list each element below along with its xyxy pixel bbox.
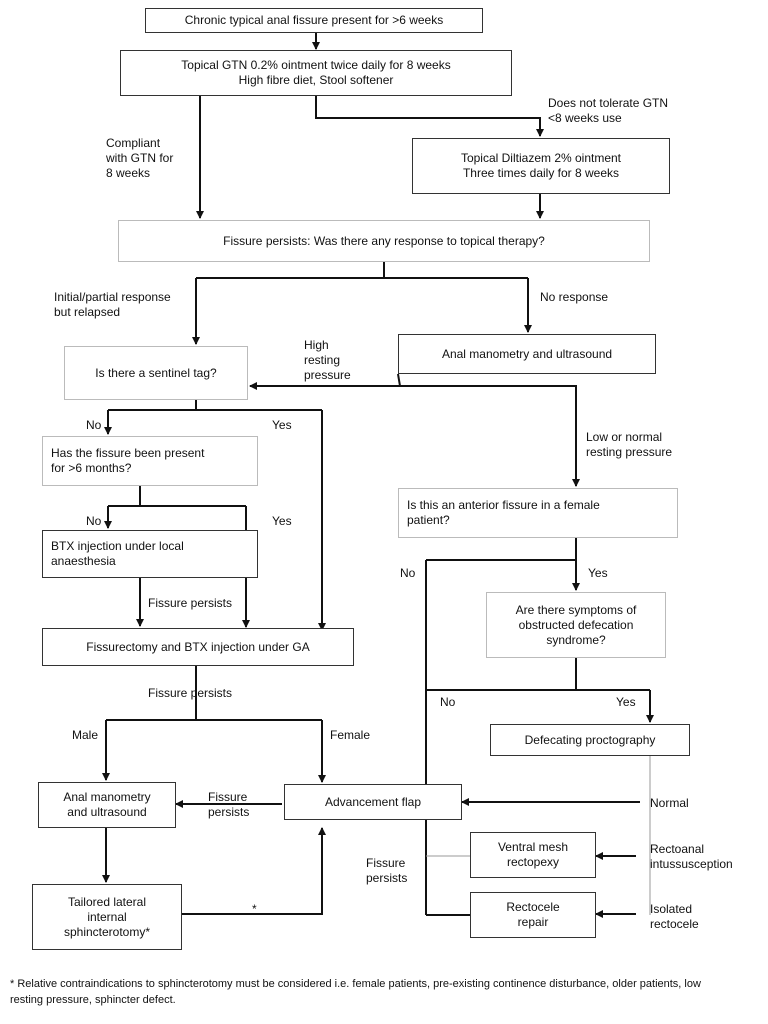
fissure-persists-question: Fissure persists: Was there any response…	[118, 220, 650, 262]
defecating-proctography-box: Defecating proctography	[490, 724, 690, 756]
lateral-sphincterotomy-box: Tailored lateral internal sphincterotomy…	[32, 884, 182, 950]
diltiazem-box: Topical Diltiazem 2% ointment Three time…	[412, 138, 670, 194]
rectocele-repair-box: Rectocele repair	[470, 892, 596, 938]
label-no: No	[400, 566, 416, 580]
advancement-flap-box: Advancement flap	[284, 784, 462, 820]
anal-manometry-ultrasound-box: Anal manometry and ultrasound	[398, 334, 656, 374]
obstructed-defecation-question: Are there symptoms of obstructed defecat…	[486, 592, 666, 658]
label-fissure-persists: Fissure persists	[208, 790, 250, 819]
label-fissure-persists: Fissure persists	[148, 686, 233, 700]
label-no-response: No response	[540, 290, 609, 304]
label-yes: Yes	[588, 566, 608, 580]
label-high-pressure: High resting pressure	[304, 338, 351, 382]
label-asterisk: *	[252, 902, 257, 916]
anterior-fissure-question: Is this an anterior fissure in a female …	[398, 488, 678, 538]
label-female: Female	[330, 728, 371, 742]
label-no: No	[440, 695, 456, 709]
anal-manometry-ultrasound-2-box: Anal manometry and ultrasound	[38, 782, 176, 828]
label-fissure-persists: Fissure persists	[148, 596, 233, 610]
label-not-tolerate-gtn: Does not tolerate GTN <8 weeks use	[548, 96, 669, 125]
label-compliant: Compliant with GTN for 8 weeks	[106, 136, 174, 180]
label-yes: Yes	[616, 695, 636, 709]
label-fissure-persists: Fissure persists	[366, 856, 408, 885]
sentinel-tag-question: Is there a sentinel tag?	[64, 346, 248, 400]
label-no: No	[86, 514, 102, 528]
gtn-box: Topical GTN 0.2% ointment twice daily fo…	[120, 50, 512, 96]
label-yes: Yes	[272, 418, 292, 432]
start-box: Chronic typical anal fissure present for…	[145, 8, 483, 33]
label-isolated-rectocele: Isolated rectocele	[650, 902, 699, 931]
label-normal: Normal	[650, 796, 689, 810]
botox-local-box: BTX injection under local anaesthesia	[42, 530, 258, 578]
label-male: Male	[72, 728, 99, 742]
ventral-mesh-rectopexy-box: Ventral mesh rectopexy	[470, 832, 596, 878]
label-no: No	[86, 418, 102, 432]
label-initial-partial: Initial/partial response but relapsed	[54, 290, 171, 319]
label-yes: Yes	[272, 514, 292, 528]
footnote: * Relative contraindications to sphincte…	[10, 978, 701, 1006]
six-months-question: Has the fissure been present for >6 mont…	[42, 436, 258, 486]
label-low-normal-pressure: Low or normal resting pressure	[586, 430, 673, 459]
fissurectomy-box: Fissurectomy and BTX injection under GA	[42, 628, 354, 666]
label-rectoanal-intussusception: Rectoanal intussusception	[650, 842, 733, 871]
